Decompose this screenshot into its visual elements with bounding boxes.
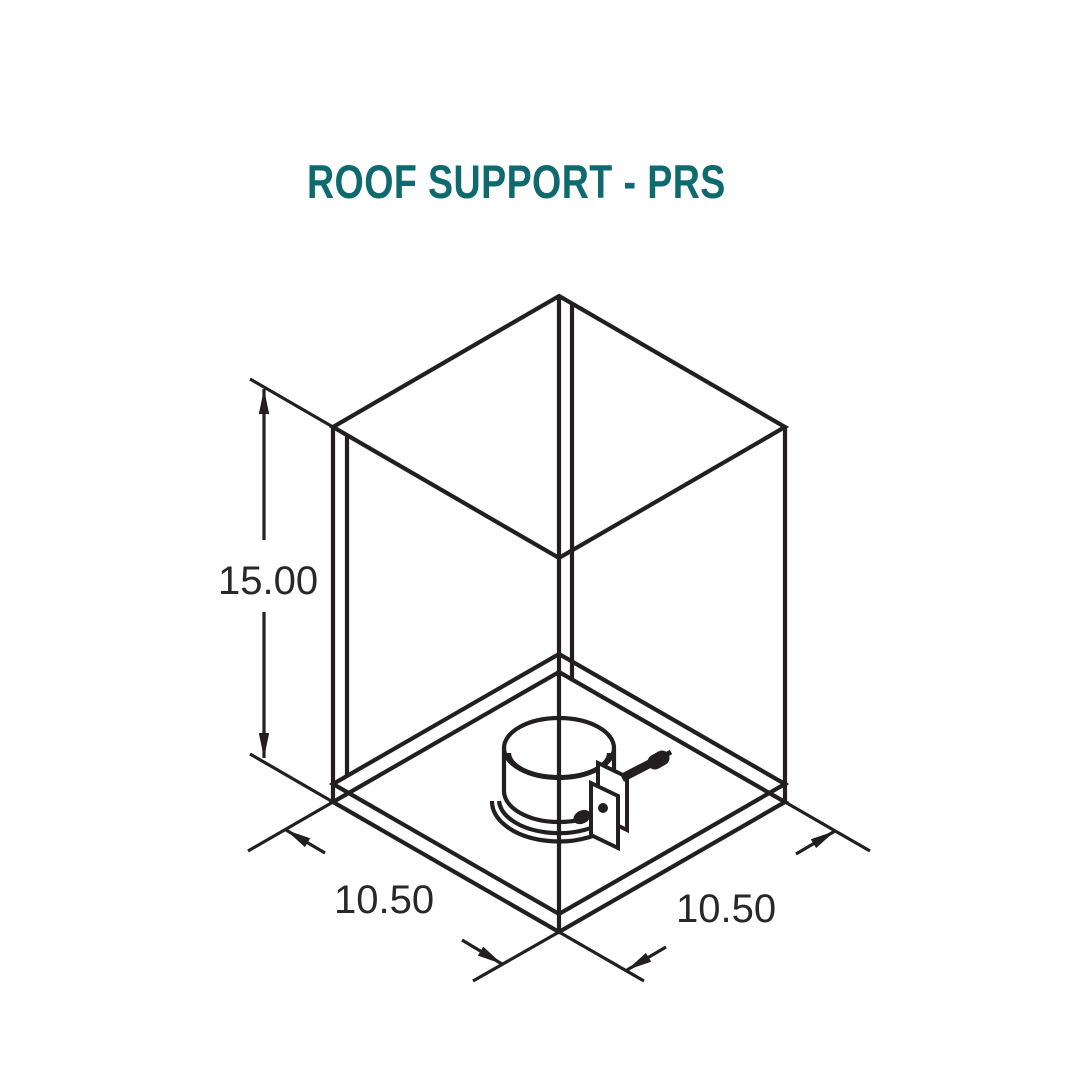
base-right-dimension-label: 10.50 [676, 887, 777, 931]
clamp-bolt-head [647, 750, 670, 770]
height-dimension-label: 15.00 [218, 559, 319, 603]
base-left-arrow-a [285, 828, 326, 855]
height-ext-top [249, 377, 334, 429]
base-right-arrow-a [795, 829, 836, 856]
bracket-front-plate [589, 779, 620, 852]
dimension-base-right [558, 800, 871, 983]
base-left-dimension-label: 10.50 [334, 878, 435, 922]
base-left-arrow-b [461, 938, 503, 966]
base-right-ext-b [558, 930, 645, 983]
base-right-ext-a [784, 800, 871, 853]
dimension-height [249, 377, 334, 804]
height-ext-bottom [249, 752, 334, 804]
base-left-ext-b [472, 930, 560, 983]
bracket-bolt-hole [598, 803, 608, 813]
dimension-base-left [247, 800, 560, 983]
band-end-tab [573, 809, 591, 825]
base-right-arrow-b [626, 945, 667, 972]
clamp-bracket [573, 749, 673, 852]
clamp-bolt-tip [660, 749, 673, 760]
drawing-title: ROOF SUPPORT - PRS [307, 155, 726, 208]
base-left-ext-a [247, 800, 334, 853]
